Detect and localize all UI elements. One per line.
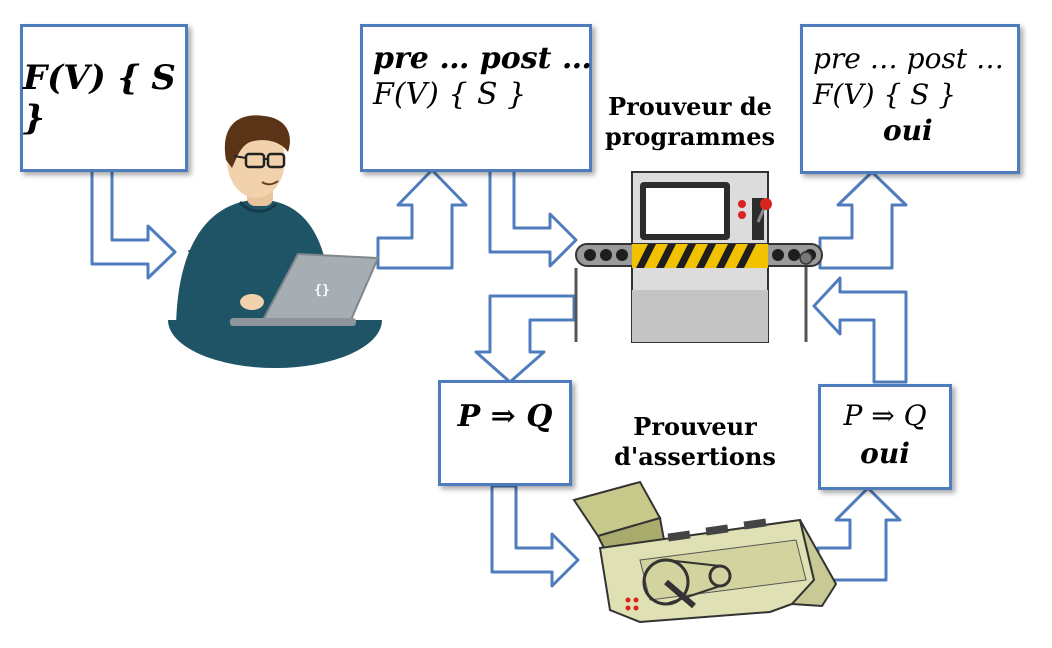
assertion-box: P ⇒ Q: [438, 380, 572, 486]
verified-program-box: pre … post … F(V) { S } oui: [800, 24, 1020, 174]
arrow-to-proven-box: [816, 486, 902, 582]
arrow-to-assertion-prover: [490, 484, 580, 588]
assertion-prover-label: Prouveur d'assertions: [614, 412, 776, 471]
proven-formula: P ⇒ Q: [843, 399, 927, 432]
arrow-to-assertion-box: [474, 294, 576, 384]
verified-code: F(V) { S }: [813, 78, 957, 111]
annotated-code: F(V) { S }: [373, 77, 527, 112]
annotated-spec: pre … post …: [373, 41, 592, 76]
program-code: F(V) { S }: [23, 58, 176, 138]
program-prover-label: Prouveur de programmes: [605, 92, 775, 151]
verified-spec: pre … post …: [813, 42, 1004, 75]
arrow-to-program-prover: [488, 168, 578, 268]
arrow-to-verified-box: [818, 170, 908, 270]
laptop-logo: {}: [314, 283, 330, 298]
proven-result: oui: [860, 437, 910, 470]
program-prover-illustration: [574, 171, 823, 343]
verified-result: oui: [883, 114, 933, 147]
proven-assertion-box: P ⇒ Q oui: [818, 384, 952, 490]
arrow-to-annotated-box: [376, 168, 468, 270]
program-box: F(V) { S }: [20, 24, 188, 172]
assertion-prover-illustration: [572, 480, 838, 624]
annotated-program-box: pre … post … F(V) { S }: [360, 24, 592, 172]
arrow-to-programmer: [90, 168, 177, 280]
programmer-figure: {}: [168, 115, 382, 368]
assertion-formula: P ⇒ Q: [457, 399, 553, 434]
arrow-back-to-program-prover: [812, 276, 908, 384]
